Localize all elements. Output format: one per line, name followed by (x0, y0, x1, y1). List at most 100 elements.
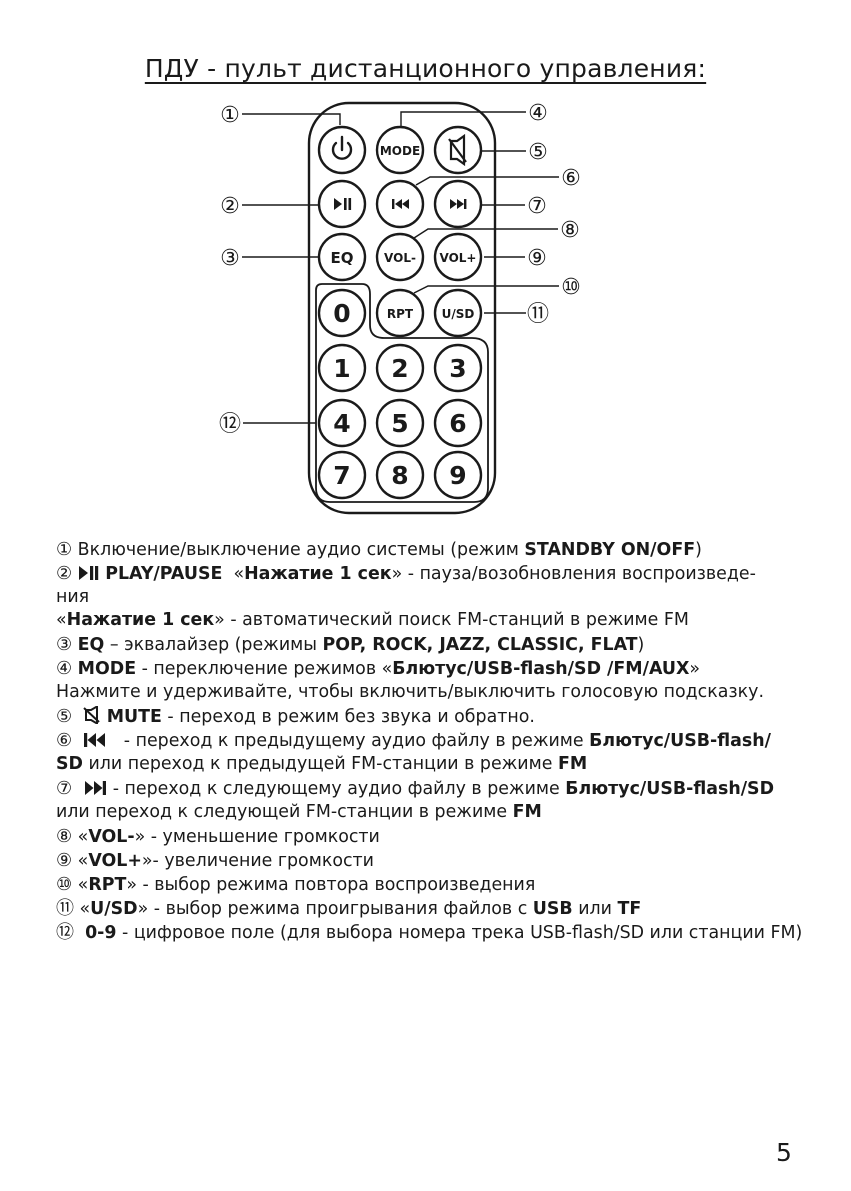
mute-button (433, 125, 483, 175)
item-11-bold-2: USB (532, 899, 573, 919)
digit-7-label: 7 (333, 461, 350, 490)
digit-1-button (317, 343, 367, 393)
next-button (433, 179, 483, 229)
digit-6-label: 6 (449, 409, 466, 438)
digit-field-outline (315, 283, 489, 503)
item-2-l3-bold: Нажатие 1 сек (66, 610, 215, 630)
item-11-text-2: или (572, 899, 618, 919)
item-7: ⑦ - переход к следующему аудио файлу в р… (56, 777, 806, 802)
item-6-l2-text: или переход к предыдущей FM-станции в ре… (82, 754, 558, 774)
item-7-text: - переход к следующему аудио файлу в реж… (107, 779, 566, 799)
item-3-bold-2: POP, ROCK, JAZZ, CLASSIC, FLAT (322, 635, 638, 655)
callout-11: ⑪ (527, 302, 549, 327)
item-1-text-end: ) (695, 540, 702, 560)
item-2-bold-2: Нажатие 1 сек (244, 564, 392, 584)
item-11-num: ⑪ (56, 898, 74, 919)
callout-12: ⑫ (219, 412, 241, 437)
item-8-text: » - уменьшение громкости (134, 827, 380, 847)
item-2-continued: ния (56, 587, 90, 607)
item-2: ② PLAY/PAUSE «Нажатие 1 сек» - пауза/воз… (56, 562, 806, 587)
vol-minus-button (375, 232, 425, 282)
rpt-button (375, 288, 425, 338)
vol-plus-button (433, 232, 483, 282)
item-3-text: – эквалайзер (режимы (104, 635, 323, 655)
item-3: ③ EQ – эквалайзер (режимы POP, ROCK, JAZ… (56, 633, 806, 658)
rpt-button-label: RPT (387, 307, 414, 321)
item-7-bold: Блютус/USB-flash/SD (565, 779, 775, 799)
digit-7-button (317, 450, 367, 500)
item-4-text-end: » (689, 659, 701, 679)
callout-2: ② (220, 194, 240, 219)
item-10-text: » - выбор режима повтора воспроизведения (126, 875, 536, 895)
digit-2-label: 2 (391, 354, 408, 383)
digit-0-label: 0 (333, 299, 350, 328)
item-10-bold: RPT (88, 875, 127, 895)
digit-0-button (317, 288, 367, 338)
mode-button (375, 125, 425, 175)
item-5: ⑤ MUTE - переход в режим без звука и обр… (56, 705, 806, 730)
item-7-num: ⑦ (56, 778, 73, 799)
callout-4: ④ (528, 101, 548, 126)
play-pause-icon (78, 566, 98, 580)
item-9-quote: « (77, 851, 89, 871)
item-11-text: » - выбор режима проигрывания файлов с (137, 899, 533, 919)
digit-5-button (375, 398, 425, 448)
digit-9-label: 9 (449, 461, 466, 490)
remote-body (307, 101, 497, 515)
callout-10: ⑩ (561, 275, 581, 300)
item-7-l2-bold: FM (512, 802, 542, 822)
item-2-l3-text: » - автоматический поиск FM-станций в ре… (214, 610, 689, 630)
item-6: ⑥ - переход к предыдущему аудио файлу в … (56, 729, 806, 754)
next-icon (450, 199, 467, 209)
item-8: ⑧ «VOL-» - уменьшение громкости (56, 825, 806, 850)
item-1-bold: STANDBY ON/OFF (524, 540, 696, 560)
play-pause-icon (334, 198, 352, 210)
item-3-text-end: ) (637, 635, 645, 655)
item-12: ⑫ 0-9 - цифровое поле (для выбора номера… (56, 921, 806, 946)
previous-icon (84, 733, 106, 747)
digit-6-button (433, 398, 483, 448)
callout-6: ⑥ (561, 166, 581, 191)
callout-7: ⑦ (527, 194, 547, 219)
item-2-l3-quote: « (56, 610, 67, 630)
digit-2-button (375, 343, 425, 393)
mode-button-label: MODE (380, 144, 420, 158)
item-6-l2-bold: SD (56, 754, 83, 774)
digit-4-label: 4 (333, 409, 350, 438)
item-2-num: ② (56, 563, 73, 584)
item-5-text: - переход в режим без звука и обратно. (161, 707, 535, 727)
item-11-bold-3: TF (617, 899, 642, 919)
item-11-bold: U/SD (90, 899, 138, 919)
item-7-l2-text: или переход к следующей FM-станции в реж… (56, 802, 513, 822)
item-4-continued: Нажмите и удерживайте, чтобы включить/вы… (56, 682, 764, 702)
digit-8-button (375, 450, 425, 500)
digit-8-label: 8 (391, 461, 408, 490)
digit-9-button (433, 450, 483, 500)
item-10-num: ⑩ (56, 874, 73, 895)
item-5-bold: MUTE (106, 707, 162, 727)
item-7-continued: или переход к следующей FM-станции в реж… (56, 801, 806, 825)
item-6-text: - переход к предыдущему аудио файлу в ре… (107, 731, 590, 751)
item-10: ⑩ «RPT» - выбор режима повтора воспроизв… (56, 873, 806, 898)
callout-3: ③ (220, 246, 240, 271)
item-1: ① Включение/выключение аудио системы (ре… (56, 538, 806, 563)
item-8-quote: « (77, 827, 89, 847)
item-9-num: ⑨ (56, 850, 73, 871)
item-11: ⑪ «U/SD» - выбор режима проигрывания фай… (56, 897, 806, 922)
power-button (317, 125, 367, 175)
item-12-num: ⑫ (56, 922, 74, 943)
item-1-text: Включение/выключение аудио системы (режи… (77, 540, 525, 560)
play-pause-button (317, 179, 367, 229)
next-icon (85, 781, 107, 795)
digit-5-label: 5 (391, 409, 408, 438)
callout-9: ⑨ (527, 246, 547, 271)
mute-icon (83, 706, 100, 724)
item-5-num: ⑤ (56, 706, 73, 727)
item-11-quote: « (79, 899, 91, 919)
item-3-num: ③ (56, 634, 73, 655)
item-9: ⑨ «VOL+»- увеличение громкости (56, 849, 806, 874)
callout-5: ⑤ (528, 140, 548, 165)
eq-button-label: EQ (331, 249, 354, 267)
page-number: 5 (776, 1138, 792, 1167)
item-4-text: - переключение режимов « (136, 659, 393, 679)
